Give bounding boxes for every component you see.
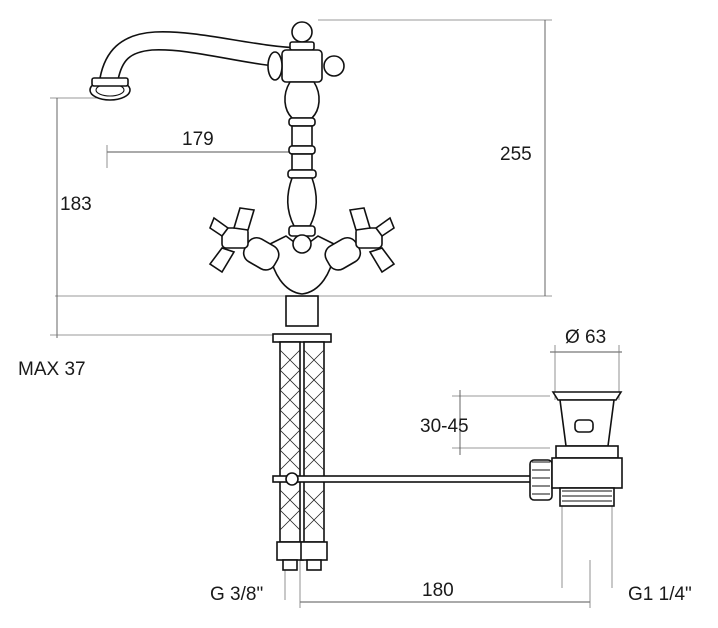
dimension-30-45: 30-45 xyxy=(420,416,469,437)
pop-up-rod xyxy=(272,459,553,501)
supply-hoses xyxy=(272,295,332,571)
dimension-255: 255 xyxy=(500,144,532,165)
drain-assembly xyxy=(551,391,623,507)
dimension-183: 183 xyxy=(60,194,92,215)
thread-g-3-8: G 3/8" xyxy=(210,584,263,605)
dimension-lines xyxy=(50,19,622,608)
thread-g1-1-4: G1 1/4" xyxy=(628,584,692,605)
faucet-body xyxy=(89,21,396,295)
dimension-180: 180 xyxy=(422,580,454,601)
dimension-diameter-63: Ø 63 xyxy=(565,327,606,348)
dimension-179: 179 xyxy=(182,129,214,150)
dimension-max-37: MAX 37 xyxy=(18,359,86,380)
